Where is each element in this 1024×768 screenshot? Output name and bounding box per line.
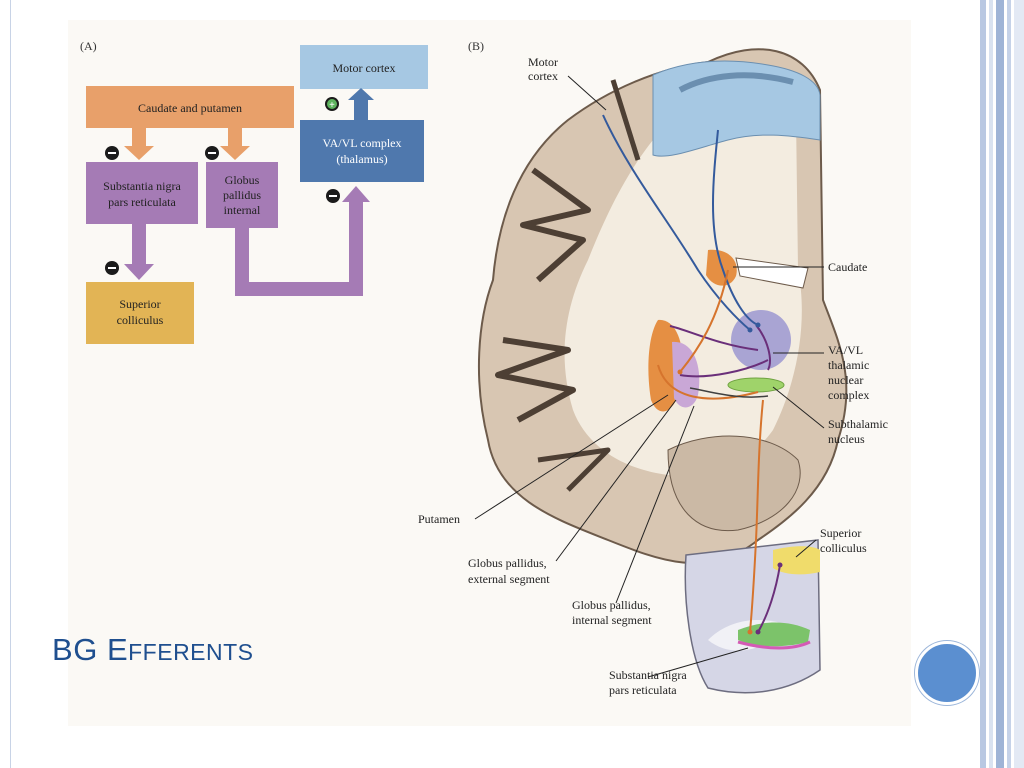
basal-ganglia-figure: (A) Motor cortex Caudate and putamen VA/… [80, 39, 888, 697]
panel-b-label: (B) [468, 39, 484, 53]
arrow-caudate-to-gpi [220, 128, 250, 160]
label-vavl-3: nuclear [828, 373, 863, 387]
label-putamen: Putamen [418, 512, 460, 526]
svg-text:+: + [329, 100, 335, 111]
slide-title: BG Efferents [52, 632, 254, 668]
svg-text:Globus: Globus [225, 173, 260, 187]
label-superior-colliculus-2: colliculus [820, 541, 867, 555]
box-superior-colliculus: Superior colliculus [86, 282, 194, 344]
label-snr-1: Substantia nigra [609, 668, 687, 682]
excitatory-sign-icon: + [325, 97, 339, 111]
label-snr-2: pars reticulata [609, 683, 677, 697]
arrow-caudate-to-snr [124, 128, 154, 160]
svg-text:VA/VL complex: VA/VL complex [323, 136, 402, 150]
decorative-side-bars [980, 0, 1024, 768]
label-vavl-2: thalamic [828, 358, 869, 372]
svg-text:(thalamus): (thalamus) [336, 152, 387, 166]
label-vavl-4: complex [828, 388, 869, 402]
figure-panel: (A) Motor cortex Caudate and putamen VA/… [68, 20, 911, 726]
panel-b-labels: Motor cortex Caudate VA/VL thalamic nucl… [418, 55, 888, 697]
slide-frame [10, 0, 979, 768]
neural-pathways [602, 114, 781, 633]
label-motor-cortex-1: Motor [528, 55, 558, 69]
brain-coronal-section [477, 48, 848, 565]
midbrain-inset [684, 539, 821, 694]
svg-text:pallidus: pallidus [223, 188, 261, 202]
box-substantia-nigra: Substantia nigra pars reticulata [86, 162, 198, 224]
decorative-circle [915, 641, 979, 705]
arrow-gpi-to-vavl [235, 186, 370, 296]
svg-text:Substantia nigra: Substantia nigra [103, 179, 181, 193]
label-motor-cortex-2: cortex [528, 69, 558, 83]
inhibitory-sign-icon [105, 261, 119, 275]
svg-text:Superior: Superior [119, 297, 160, 311]
box-caudate-putamen: Caudate and putamen [86, 86, 294, 128]
label-vavl-1: VA/VL [828, 343, 863, 357]
svg-text:internal: internal [224, 203, 261, 217]
label-gpe-1: Globus pallidus, [468, 556, 547, 570]
synapse-dots [677, 322, 783, 635]
arrow-snr-to-colliculus [124, 224, 154, 280]
panel-a-label: (A) [80, 39, 97, 53]
label-subthalamic-1: Subthalamic [828, 417, 888, 431]
label-gpi-2: internal segment [572, 613, 652, 627]
box-globus-pallidus-internal: Globus pallidus internal [206, 162, 278, 228]
label-gpe-2: external segment [468, 572, 550, 586]
slide-title-text: BG Efferents [52, 632, 254, 667]
leader-lines [474, 75, 825, 678]
inhibitory-sign-icon [326, 189, 340, 203]
inhibitory-sign-icon [105, 146, 119, 160]
box-va-vl-complex: VA/VL complex (thalamus) [300, 120, 424, 182]
inhibitory-sign-icon [205, 146, 219, 160]
svg-text:Caudate and putamen: Caudate and putamen [138, 101, 242, 115]
label-caudate: Caudate [828, 260, 867, 274]
label-superior-colliculus-1: Superior [820, 526, 861, 540]
svg-text:pars reticulata: pars reticulata [108, 195, 176, 209]
box-motor-cortex: Motor cortex [300, 45, 428, 89]
svg-text:colliculus: colliculus [117, 313, 164, 327]
svg-text:Motor cortex: Motor cortex [333, 61, 396, 75]
label-subthalamic-2: nucleus [828, 432, 865, 446]
label-gpi-1: Globus pallidus, [572, 598, 651, 612]
arrow-vavl-to-motor-cortex [348, 88, 374, 120]
